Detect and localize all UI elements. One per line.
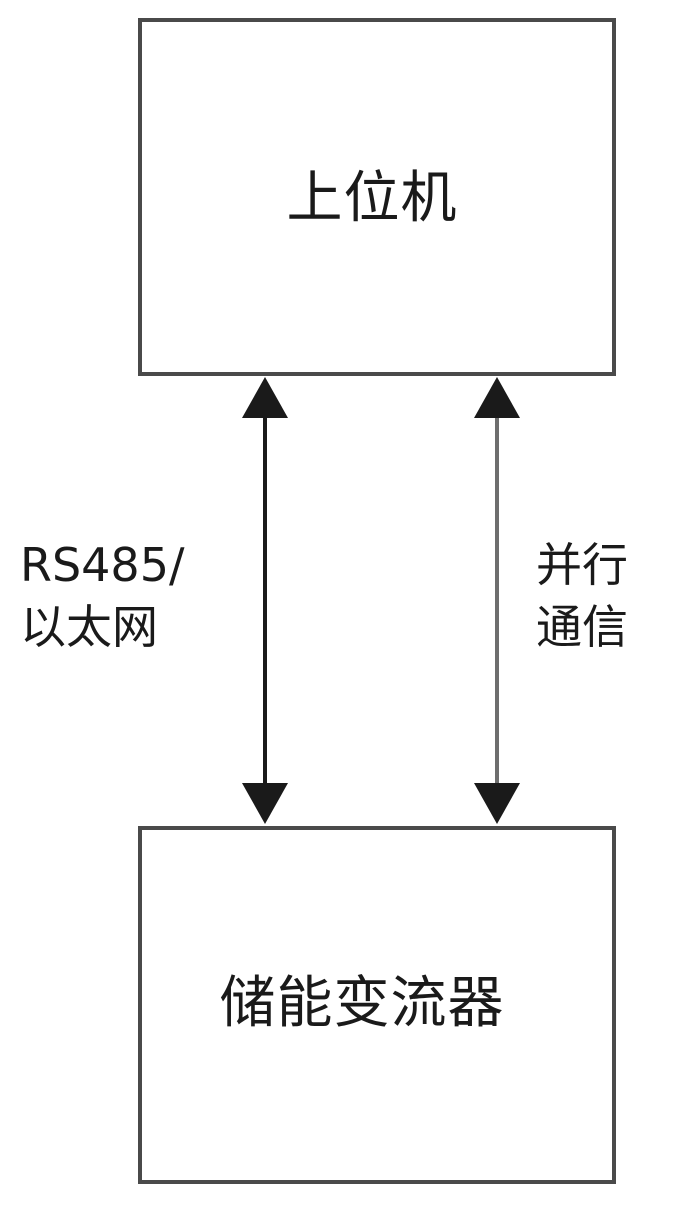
left-link-label: RS485/ 以太网 — [20, 534, 184, 658]
left-link-label-line2: 以太网 — [20, 600, 158, 654]
right-link-label: 并行 通信 — [536, 534, 628, 658]
pcs-box: 储能变流器 — [138, 826, 616, 1184]
right-link-label-line2: 通信 — [536, 600, 628, 654]
right-bidirectional-arrow — [474, 377, 520, 824]
left-bidirectional-arrow — [242, 377, 288, 824]
right-link-label-line1: 并行 — [536, 538, 628, 592]
left-link-label-line1: RS485/ — [20, 538, 185, 592]
upper-computer-label: 上位机 — [286, 165, 458, 231]
upper-computer-box: 上位机 — [138, 18, 616, 376]
pcs-label: 储能变流器 — [219, 970, 505, 1036]
right-arrow-head-up — [474, 377, 520, 418]
right-arrow-head-down — [474, 783, 520, 824]
left-arrow-head-down — [242, 783, 288, 824]
left-arrow-head-up — [242, 377, 288, 418]
